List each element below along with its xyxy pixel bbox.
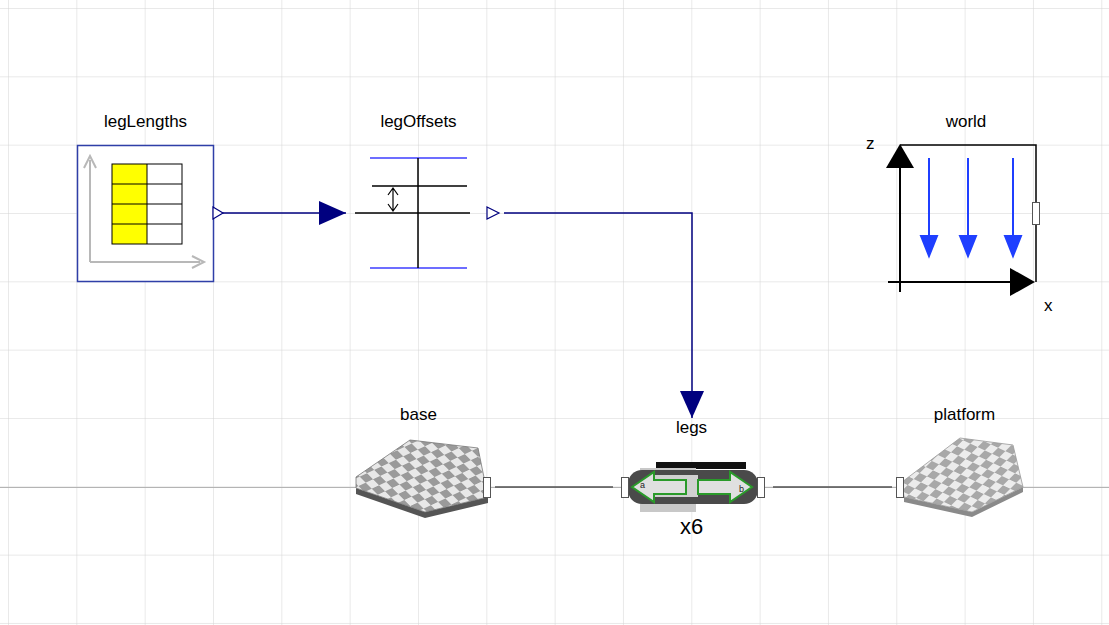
axis-label: x bbox=[1044, 296, 1053, 316]
multiplicity-label: x6 bbox=[615, 514, 768, 540]
instance-name: legs bbox=[615, 418, 768, 438]
instance-name: platform bbox=[892, 405, 1037, 425]
body-block: base bbox=[346, 405, 491, 520]
instance-name: legOffsets bbox=[346, 112, 491, 132]
base-plate bbox=[356, 440, 491, 518]
table-block: legLengths bbox=[73, 112, 218, 282]
world-icon bbox=[886, 144, 1040, 296]
prismatic-icon bbox=[622, 462, 765, 512]
instance-name: base bbox=[346, 405, 491, 425]
world-block: world bbox=[892, 112, 1040, 282]
instance-name: legLengths bbox=[73, 112, 218, 132]
offset-icon bbox=[355, 158, 499, 268]
body-block: platform bbox=[892, 405, 1037, 520]
instance-name: world bbox=[892, 112, 1040, 132]
platform-plate bbox=[897, 438, 1024, 517]
port-letter: a bbox=[640, 480, 645, 490]
axis-label: z bbox=[866, 134, 875, 154]
signal-connection bbox=[504, 213, 692, 418]
port-letter: b bbox=[739, 484, 744, 494]
prismatic-block: legs x6 bbox=[615, 418, 768, 540]
table-icon bbox=[78, 146, 224, 282]
frame-connection bbox=[773, 486, 892, 488]
frame-connection bbox=[495, 486, 613, 488]
offset-block: legOffsets bbox=[346, 112, 491, 282]
signal-connection bbox=[218, 212, 346, 214]
